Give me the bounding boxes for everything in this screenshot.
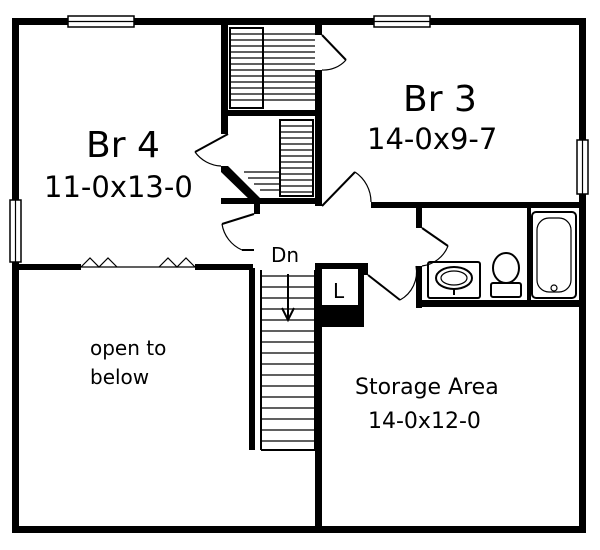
- bathtub-icon: [531, 211, 577, 299]
- br4-name: Br 4: [86, 125, 160, 166]
- stair-down-label: Dn: [271, 243, 299, 267]
- arrow-head-icon: [281, 307, 295, 323]
- br4-size: 11-0x13-0: [44, 170, 193, 204]
- bathroom-fixtures: [427, 211, 577, 299]
- vanity: [427, 261, 481, 299]
- exterior-walls: [12, 18, 586, 533]
- br3-name: Br 3: [403, 79, 477, 120]
- staircase: [260, 270, 316, 451]
- doors: [194, 34, 449, 301]
- windows: [9, 15, 589, 263]
- storage-name: Storage Area: [355, 375, 499, 400]
- br3-size: 14-0x9-7: [367, 122, 497, 156]
- interior-walls: [19, 25, 579, 533]
- linen-closet-label: L: [333, 279, 345, 303]
- open-label-line1: open to: [90, 336, 166, 360]
- storage-size: 14-0x12-0: [368, 409, 481, 434]
- open-label-line2: below: [90, 365, 149, 389]
- toilet-icon: [492, 252, 520, 284]
- closet-shelving: [229, 27, 315, 197]
